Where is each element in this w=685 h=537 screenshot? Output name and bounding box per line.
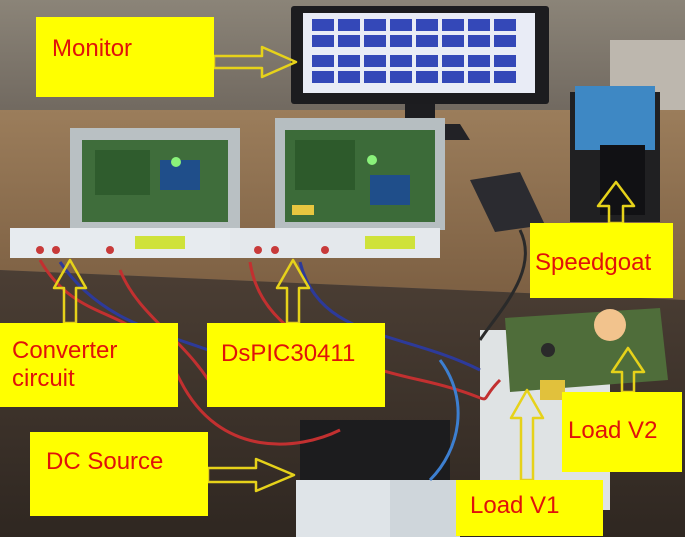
arrow-monitor [212, 45, 298, 79]
monitor-label-text: Monitor [52, 35, 133, 62]
arrow-converter [52, 258, 88, 325]
dspic-label-text: DsPIC30411 [221, 340, 356, 367]
dspic-label: DsPIC30411 [207, 323, 385, 407]
arrow-speedgoat [596, 180, 636, 225]
load-v1-label: Load V1 [456, 480, 603, 536]
cables [38, 229, 527, 482]
converter-enclosure-left [10, 128, 240, 258]
arrow-load-v2 [610, 346, 646, 394]
load-v2-label: Load V2 [562, 392, 682, 472]
converter-circuit-label: Converter circuit [0, 323, 178, 407]
monitor-label: Monitor [36, 17, 214, 97]
converter-label-line1: Converter [12, 337, 118, 364]
keyboard [470, 172, 545, 232]
converter-label-line2: circuit [12, 365, 75, 392]
converter-enclosure-right [230, 118, 445, 258]
speedgoat-label: Speedgoat [530, 223, 673, 298]
dc-source-label: DC Source [30, 432, 208, 516]
dc-source-device [296, 420, 460, 537]
speedgoat-device [570, 86, 660, 222]
speedgoat-label-text: Speedgoat [535, 249, 652, 276]
arrow-load-v1 [509, 388, 545, 482]
arrow-dspic [275, 258, 311, 325]
dc-source-label-text: DC Source [46, 448, 164, 475]
load-v1-label-text: Load V1 [470, 492, 560, 519]
load-v2-label-text: Load V2 [568, 417, 658, 444]
arrow-dc-source [206, 457, 296, 493]
